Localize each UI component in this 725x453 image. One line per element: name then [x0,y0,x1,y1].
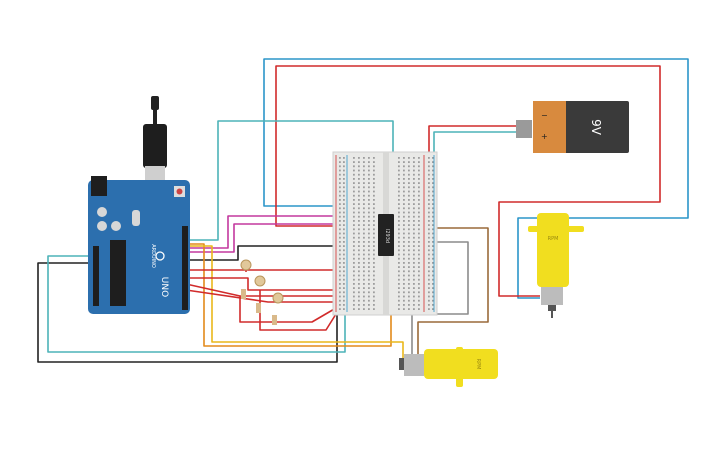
usb-plug-body [143,124,167,168]
motor-right-can [541,287,563,305]
motor-right[interactable]: RPM [528,213,584,318]
resistor-2[interactable] [256,303,261,313]
arduino-board [88,180,190,314]
arduino-logo [155,251,165,261]
breadboard-holes [339,157,434,310]
battery-label: 9V [589,119,603,136]
arduino-uno[interactable]: ARDUINO UNO [88,96,190,314]
wire-magenta-1[interactable] [188,215,433,249]
light-sensors[interactable] [240,259,284,325]
motor-bottom-label: RPM [475,359,481,370]
wire-yellow[interactable] [188,245,404,360]
ldr-2[interactable] [254,275,266,287]
wire-red-loop[interactable] [275,65,661,297]
wire-teal-bottom[interactable] [47,255,346,353]
ldr-1[interactable] [240,259,252,271]
battery-minus: − [541,111,548,120]
battery-cap [533,101,566,153]
atmega-chip [110,240,126,306]
resistor-3[interactable] [272,315,277,325]
wire-red-sensor-2[interactable] [186,277,336,291]
wire-red-sensor-4[interactable] [185,289,336,303]
capacitor-1 [97,207,107,217]
header-power [93,246,99,306]
battery-9v[interactable]: − + 9V [516,101,629,153]
motor-bottom-can [404,354,424,376]
usb-plug-tip [151,96,159,110]
crystal [132,210,140,226]
wires [37,58,689,363]
wire-brown[interactable] [395,227,489,358]
arduino-model: UNO [159,277,169,297]
motor-driver-chip[interactable]: l293d [378,214,394,256]
wire-black-top[interactable] [188,245,370,261]
wire-blue-loop[interactable] [263,58,689,299]
ldr-3[interactable] [272,292,284,304]
battery-terminal-block [516,120,532,138]
resistor-1[interactable] [241,289,246,299]
chip-label: l293d [384,229,390,243]
capacitor-3 [111,221,121,231]
capacitor-2 [97,221,107,231]
wire-battery-red[interactable] [428,125,517,160]
motor-right-label: RPM [548,236,559,242]
arduino-brand: ARDUINO [150,244,156,268]
battery-plus: + [541,132,548,141]
wire-battery-teal[interactable] [433,131,517,160]
motor-bottom[interactable]: RPM [399,347,498,387]
power-jack [91,176,107,196]
header-digital [182,226,188,310]
wire-gray[interactable] [395,241,469,358]
